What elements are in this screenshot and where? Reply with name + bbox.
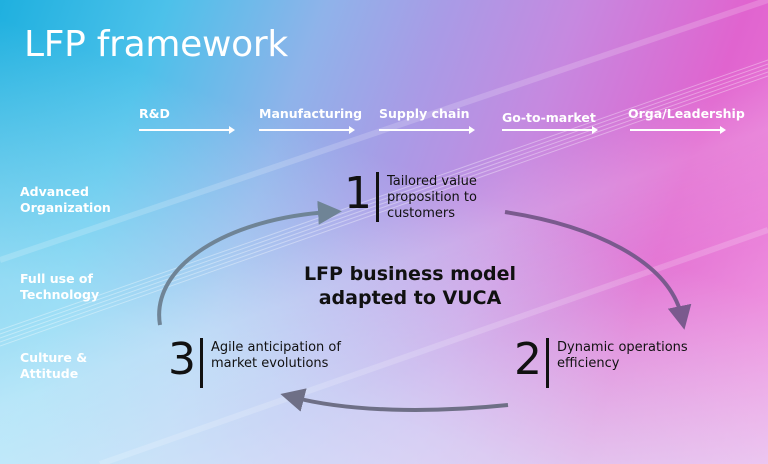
stage-rnd: R&D [139,106,170,121]
row-label-line: Organization [20,200,111,215]
row-label-line: Advanced [20,184,89,199]
row-label-line: Full use of [20,271,93,286]
stage-arrow-supply-chain [379,126,475,134]
pillar-number: 1 [344,168,372,219]
row-label-technology: Full use of Technology [20,271,99,303]
row-label-advanced-organization: Advanced Organization [20,184,111,216]
pillar-text-line: efficiency [557,356,620,371]
stage-orga-leadership: Orga/Leadership [628,106,745,121]
pillar-divider [376,172,379,222]
pillar-text-line: proposition to [387,190,477,205]
pillar-text: Dynamic operations efficiency [557,338,688,372]
pillar-number: 3 [168,334,196,385]
stage-manufacturing: Manufacturing [259,106,363,121]
row-label-culture-attitude: Culture & Attitude [20,350,87,382]
pillar-2: 2 Dynamic operations efficiency [514,338,688,388]
arrow-1-to-2 [504,210,692,330]
pillar-text-line: customers [387,206,455,221]
center-title: LFP business model adapted to VUCA [290,262,530,310]
pillar-text-line: Tailored value [387,174,477,189]
stage-arrow-manufacturing [259,126,355,134]
pillar-1: 1 Tailored value proposition to customer… [344,172,477,222]
pillar-divider [546,338,549,388]
page-title: LFP framework [24,24,288,65]
stage-supply-chain: Supply chain [379,106,470,121]
pillar-3: 3 Agile anticipation of market evolution… [168,338,341,388]
pillar-text-line: Agile anticipation of [211,340,341,355]
pillar-text: Tailored value proposition to customers [387,172,477,222]
stage-arrow-orga-leadership [630,126,726,134]
pillar-number: 2 [514,334,542,385]
center-title-line: LFP business model [303,263,517,285]
row-label-line: Technology [20,287,100,302]
pillar-divider [200,338,203,388]
stage-arrow-go-to-market [502,126,598,134]
pillar-text-line: market evolutions [211,356,329,371]
arrow-2-to-3 [280,388,509,412]
center-title-line: adapted to VUCA [318,287,502,309]
row-label-line: Attitude [20,366,79,381]
row-label-line: Culture & [20,350,88,365]
pillar-text: Agile anticipation of market evolutions [211,338,341,372]
stage-go-to-market: Go-to-market [502,110,596,125]
stage-arrow-rnd [139,126,235,134]
pillar-text-line: Dynamic operations [557,340,688,355]
